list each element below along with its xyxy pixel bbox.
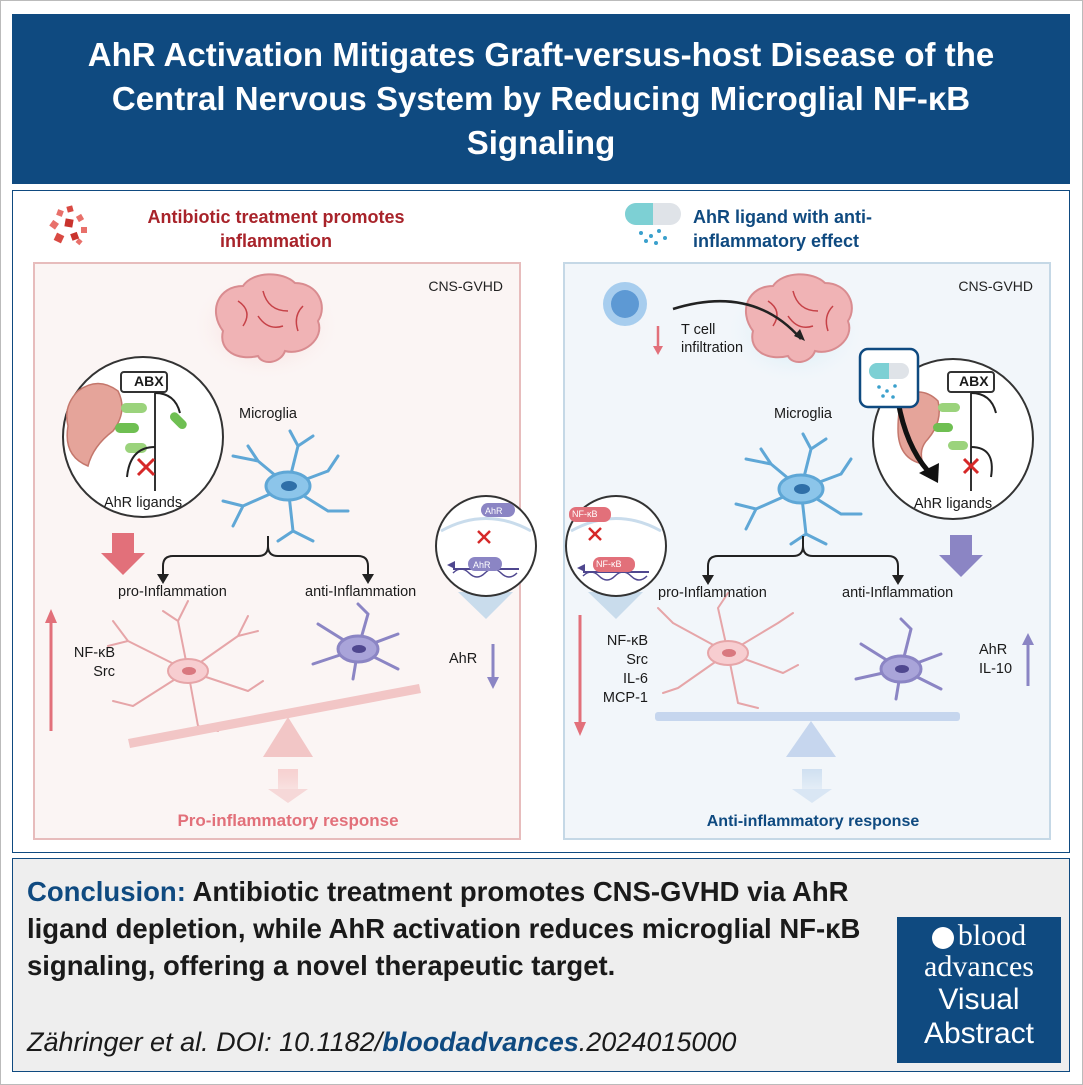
right-inset-nfkb-bottom: NF-κB	[596, 559, 622, 569]
badge-line4: Abstract	[923, 1017, 1035, 1050]
left-marker-src: Src	[93, 664, 115, 680]
right-ahr-ligands: AhR ligands	[913, 496, 993, 512]
conclusion-box: Conclusion: Antibiotic treatment promote…	[12, 858, 1070, 1072]
conclusion-body: Antibiotic treatment promotes CNS-GVHD v…	[27, 876, 861, 981]
main-diagram: Antibiotic treatment promotes inflammati…	[12, 190, 1070, 853]
right-panel-header: AhR ligand with anti-inflammatory effect	[693, 207, 872, 251]
left-cns-label: CNS-GVHD	[428, 278, 503, 294]
left-markers-up: NF-κB Src	[53, 644, 115, 682]
conclusion-label: Conclusion:	[27, 876, 186, 907]
thick-down-arrow-left	[101, 533, 145, 575]
brain-left-icon	[214, 273, 323, 363]
brain-right-icon	[744, 273, 853, 363]
right-microglia-label: Microglia	[773, 406, 832, 422]
right-inset-nfkb-top: NF-κB	[572, 509, 598, 519]
citation: Zähringer et al. DOI: 10.1182/bloodadvan…	[27, 1027, 736, 1058]
intestine-right-icon	[897, 391, 940, 465]
thick-down-arrow-right	[939, 535, 983, 577]
left-ahr-ligands: AhR ligands	[103, 495, 183, 511]
conclusion-text: Conclusion: Antibiotic treatment promote…	[27, 873, 867, 984]
t-cell-down-arrow	[653, 326, 663, 355]
left-abx-text: ABX	[134, 373, 164, 389]
pro-microglia-left-icon	[107, 600, 264, 732]
left-microglia-label: Microglia	[238, 406, 297, 422]
up-arrow-left	[45, 609, 57, 731]
abx-box-left	[120, 371, 168, 393]
anti-microglia-right-icon	[854, 617, 943, 701]
right-marker-nfkb: NF-κB	[606, 633, 648, 649]
t-cell-icon	[603, 282, 647, 326]
blood-advances-badge: blood advances Visual Abstract	[897, 917, 1061, 1063]
left-anti-inflammation: anti-Inflammation	[305, 584, 417, 600]
block-x-icon	[136, 457, 156, 477]
right-anti-inflammation: anti-Inflammation	[842, 585, 954, 601]
seesaw-left	[128, 684, 421, 803]
right-cns-label: CNS-GVHD	[958, 278, 1033, 294]
bacteria-icon	[115, 403, 187, 453]
ahr-down-arrow-left	[487, 644, 499, 689]
page-title: AhR Activation Mitigates Graft-versus-ho…	[87, 36, 995, 161]
badge-line1: blood	[897, 921, 1061, 951]
t-cell-label: T cell infiltration	[681, 322, 744, 356]
nfkb-inset-right	[565, 495, 667, 619]
block-x-right-icon	[962, 457, 980, 475]
left-marker-nfkb: NF-κB	[73, 645, 115, 661]
capsule-inset-icon	[858, 347, 920, 409]
citation-prefix: Zähringer et al. DOI: 10.1182/	[27, 1027, 383, 1057]
badge-line3: Visual	[938, 983, 1020, 1016]
pro-microglia-right-icon	[657, 592, 799, 709]
ahr-inset-left	[435, 495, 537, 619]
title-banner: AhR Activation Mitigates Graft-versus-ho…	[12, 14, 1070, 184]
seesaw-right	[655, 712, 960, 803]
up-arrow-right	[1022, 633, 1034, 686]
diagram-graphics	[45, 203, 1034, 803]
anti-microglia-left-icon	[311, 602, 400, 681]
right-marker-il10: IL-10	[979, 661, 1013, 677]
bacteria-right-icon	[933, 403, 968, 450]
blood-logo-icon	[931, 927, 954, 950]
badge-blood: blood	[957, 919, 1027, 952]
left-pro-inflammation: pro-Inflammation	[118, 584, 227, 600]
citation-suffix: .2024015000	[578, 1027, 737, 1057]
badge-line2: advances	[924, 950, 1034, 983]
down-arrow-right	[574, 615, 586, 736]
citation-journal: bloodadvances	[382, 1027, 579, 1057]
left-marker-ahr: AhR	[449, 651, 478, 667]
capsule-icon	[625, 203, 681, 245]
right-marker-mcp1: MCP-1	[602, 690, 648, 706]
right-abx-text: ABX	[959, 373, 989, 389]
microglia-right-icon	[734, 432, 863, 546]
pill-fragments-icon	[49, 205, 87, 246]
right-response: Anti-inflammatory response	[706, 813, 920, 830]
right-markers-up: AhR IL-10	[979, 641, 1012, 679]
right-marker-il6: IL-6	[623, 671, 648, 687]
left-panel-header: Antibiotic treatment promotes inflammati…	[147, 207, 405, 251]
left-inset-ahr-bottom: AhR	[473, 560, 491, 570]
left-inset-ahr-top: AhR	[485, 506, 503, 516]
intestine-icon	[66, 382, 123, 468]
microglia-left-icon	[221, 429, 350, 543]
right-marker-src: Src	[626, 652, 648, 668]
left-response: Pro-inflammatory response	[177, 811, 399, 830]
right-markers-down: NF-κB Src IL-6 MCP-1	[588, 632, 648, 708]
right-marker-ahr: AhR	[979, 642, 1008, 658]
right-pro-inflammation: pro-Inflammation	[658, 585, 767, 601]
